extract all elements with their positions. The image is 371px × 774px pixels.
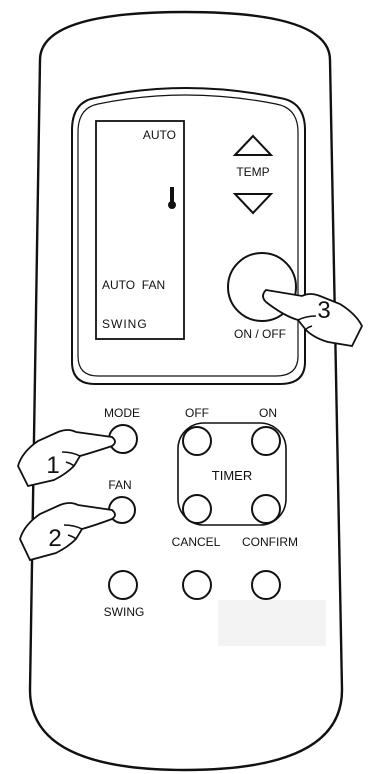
temp-down-button[interactable] xyxy=(232,193,274,215)
pointing-hand-icon xyxy=(262,289,364,347)
timer-on-button[interactable] xyxy=(251,426,281,456)
timer-off-button[interactable] xyxy=(182,426,212,456)
mode-label: MODE xyxy=(104,406,140,420)
temp-label: TEMP xyxy=(236,165,269,179)
on-off-label: ON / OFF xyxy=(234,327,286,341)
blank-button-right[interactable] xyxy=(251,570,281,600)
swing-label: SWING xyxy=(104,605,145,619)
swing-button[interactable] xyxy=(108,570,138,600)
display-inner-bezel xyxy=(77,94,299,377)
confirm-label: CONFIRM xyxy=(242,535,298,549)
step-1-number: 1 xyxy=(46,452,59,479)
cancel-button[interactable] xyxy=(182,494,212,524)
timer-on-label: ON xyxy=(259,406,277,420)
blank-button-middle[interactable] xyxy=(182,570,212,600)
lcd-fan-indicator: AUTO FAN xyxy=(102,278,165,292)
confirm-button[interactable] xyxy=(251,494,281,524)
lcd-swing-indicator: SWING xyxy=(102,317,148,331)
pointing-hand-icon xyxy=(17,429,116,488)
timer-label: TIMER xyxy=(212,468,252,483)
step-3-number: 3 xyxy=(317,297,330,324)
timer-off-label: OFF xyxy=(185,406,209,420)
lcd-window xyxy=(95,120,185,340)
pointing-hand-icon xyxy=(19,502,116,562)
cancel-label: CANCEL xyxy=(172,535,221,549)
faint-mark xyxy=(218,600,326,646)
fan-label: FAN xyxy=(108,478,131,492)
lcd-mode-indicator: AUTO xyxy=(143,128,176,142)
step-2-number: 2 xyxy=(48,525,61,552)
timer-outline xyxy=(177,422,287,526)
thermometer-icon xyxy=(168,187,176,209)
temp-up-button[interactable] xyxy=(232,134,274,156)
